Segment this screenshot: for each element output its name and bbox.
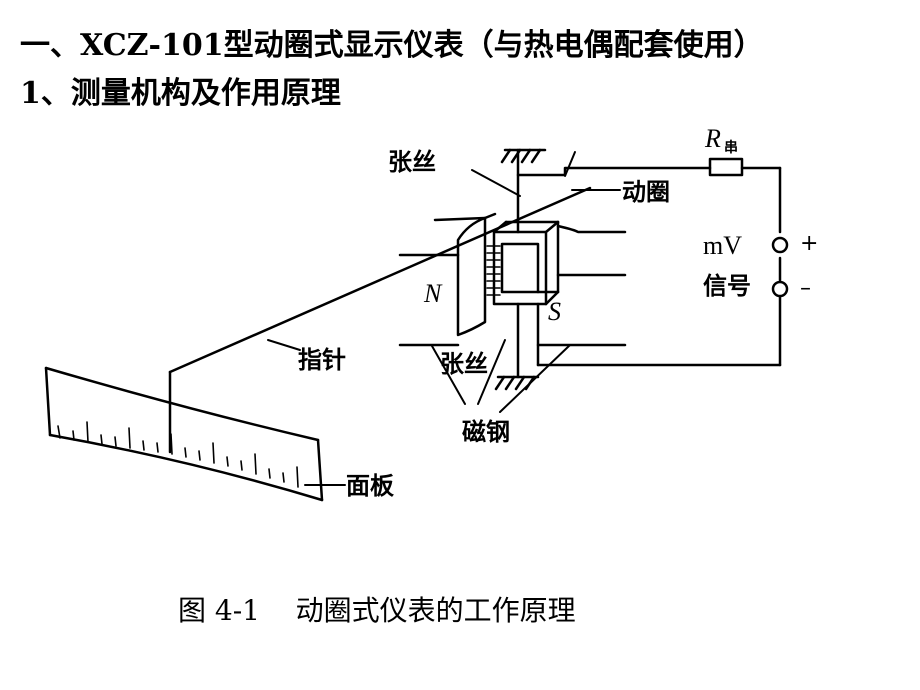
n-pole-magnet: [398, 212, 497, 347]
hairspring-top-label: 张丝: [388, 148, 436, 176]
figure-caption: 图 4-1 动圈式仪表的工作原理: [178, 594, 576, 627]
top-ground-symbol: [500, 148, 547, 164]
s-pole-label: S: [548, 297, 561, 326]
circuit-wires: [516, 166, 782, 367]
panel-label: 面板: [346, 472, 395, 500]
coil-winding: [486, 245, 501, 296]
plus-terminal: [771, 236, 789, 254]
leader-lines: [267, 151, 621, 486]
mv-label: mV: [703, 231, 742, 260]
minus-terminal: [771, 280, 789, 298]
scale-ticks: [57, 421, 299, 488]
subsection-title: 1、测量机构及作用原理: [20, 76, 341, 111]
magnet-label: 磁钢: [462, 418, 510, 446]
hairspring-bottom-label: 张丝: [440, 350, 488, 378]
signal-label: 信号: [703, 272, 751, 300]
resistor-label: R: [704, 124, 721, 153]
resistor-subscript: 串: [724, 139, 738, 156]
section-title: 一、XCZ-101型动圈式显示仪表（与热电偶配套使用）: [20, 28, 764, 63]
minus-sign: –: [800, 276, 811, 301]
series-resistor: [708, 157, 744, 177]
pointer-label: 指针: [298, 346, 346, 374]
scale-panel: [44, 366, 324, 502]
pointer: [168, 186, 592, 454]
moving-coil-label: 动圈: [622, 178, 670, 206]
plus-sign: +: [800, 231, 818, 256]
s-pole-magnet: [536, 224, 627, 347]
n-pole-label: N: [423, 279, 443, 308]
